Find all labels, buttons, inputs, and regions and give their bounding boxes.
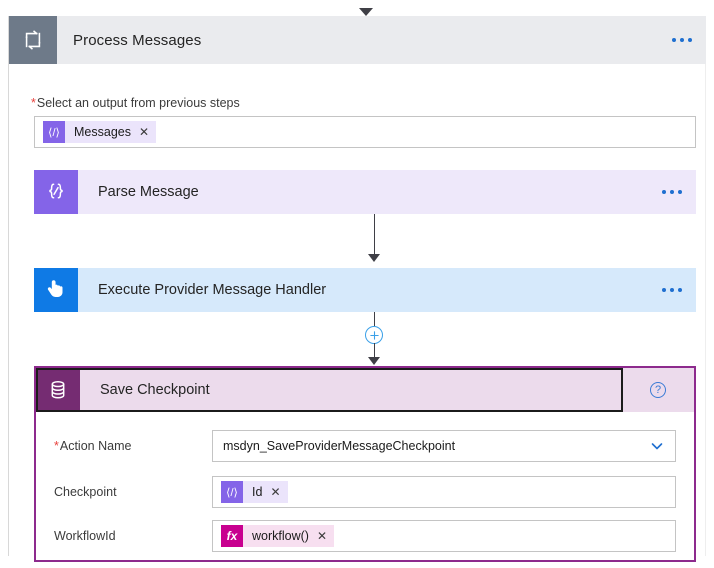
field-workflowid: WorkflowId fx workflow() ✕ <box>36 520 694 552</box>
dot <box>678 288 682 292</box>
save-checkpoint-title: Save Checkpoint <box>100 382 210 398</box>
field-label: Checkpoint <box>36 485 212 499</box>
apply-to-each-header[interactable]: Process Messages <box>9 16 706 64</box>
ellipsis-icon[interactable] <box>672 38 692 42</box>
select-output-label: *Select an output from previous steps <box>31 96 240 110</box>
token-chip-workflow[interactable]: fx workflow() ✕ <box>221 525 335 547</box>
dot <box>688 38 692 42</box>
field-label-text: WorkflowId <box>54 529 116 543</box>
token-label: Messages <box>74 125 131 139</box>
tap-hand-icon <box>34 268 78 312</box>
action-card-save-checkpoint[interactable]: Save Checkpoint ? *Action Name ms <box>34 366 696 562</box>
select-output-label-text: Select an output from previous steps <box>36 96 240 110</box>
token-chip-id[interactable]: ⟨/⟩ Id ✕ <box>221 481 288 503</box>
incoming-connector-arrow <box>359 8 373 16</box>
action-title: Execute Provider Message Handler <box>98 282 327 298</box>
dot <box>670 190 674 194</box>
apply-to-each-title: Process Messages <box>73 31 202 49</box>
close-icon[interactable]: ✕ <box>316 529 328 543</box>
action-name-select[interactable]: msdyn_SaveProviderMessageCheckpoint <box>212 430 676 462</box>
code-token-icon: ⟨/⟩ <box>221 481 243 503</box>
action-title: Parse Message <box>98 184 199 200</box>
expression-fx-icon: fx <box>221 525 243 547</box>
token-chip-body: Messages ✕ <box>65 121 157 143</box>
field-label-text: Checkpoint <box>54 485 117 499</box>
field-label: WorkflowId <box>36 529 212 543</box>
action-card-parse-message[interactable]: Parse Message <box>34 170 696 214</box>
field-action-name: *Action Name msdyn_SaveProviderMessageCh… <box>36 430 694 462</box>
connector-line <box>374 343 375 357</box>
token-label: Id <box>252 485 263 499</box>
help-circle-icon[interactable]: ? <box>650 382 666 398</box>
close-icon[interactable]: ✕ <box>138 125 150 139</box>
connector-arrow <box>368 254 380 262</box>
dot <box>678 190 682 194</box>
token-chip-messages[interactable]: ⟨/⟩ Messages ✕ <box>43 121 157 143</box>
dot <box>662 190 666 194</box>
chevron-down-icon[interactable] <box>649 438 665 454</box>
database-icon <box>36 368 80 412</box>
action-name-value: msdyn_SaveProviderMessageCheckpoint <box>223 439 456 453</box>
required-asterisk: * <box>54 439 59 453</box>
dot <box>680 38 684 42</box>
token-chip-body: workflow() ✕ <box>243 525 335 547</box>
parse-json-icon <box>34 170 78 214</box>
connector-line <box>374 214 375 254</box>
close-icon[interactable]: ✕ <box>270 485 281 499</box>
apply-to-each-container: Process Messages *Select an output from … <box>8 16 706 562</box>
token-chip-body: Id ✕ <box>243 481 288 503</box>
dot <box>662 288 666 292</box>
dot <box>672 38 676 42</box>
save-checkpoint-header[interactable]: Save Checkpoint ? <box>36 368 694 412</box>
field-label-text: Action Name <box>59 439 132 453</box>
checkpoint-input[interactable]: ⟨/⟩ Id ✕ <box>212 476 676 508</box>
action-card-execute-provider-message-handler[interactable]: Execute Provider Message Handler <box>34 268 696 312</box>
field-checkpoint: Checkpoint ⟨/⟩ Id ✕ <box>36 476 694 508</box>
dot <box>670 288 674 292</box>
connector-line <box>374 312 375 326</box>
required-asterisk: * <box>31 96 36 110</box>
connector-arrow <box>368 357 380 365</box>
field-label: *Action Name <box>36 439 212 453</box>
ellipsis-icon[interactable] <box>662 190 682 194</box>
plus-circle-icon[interactable] <box>365 326 383 344</box>
select-output-input[interactable]: ⟨/⟩ Messages ✕ <box>34 116 696 148</box>
token-label: workflow() <box>252 529 309 543</box>
code-token-icon: ⟨/⟩ <box>43 121 65 143</box>
loop-repeat-icon <box>9 16 57 64</box>
workflowid-input[interactable]: fx workflow() ✕ <box>212 520 676 552</box>
ellipsis-icon[interactable] <box>662 288 682 292</box>
